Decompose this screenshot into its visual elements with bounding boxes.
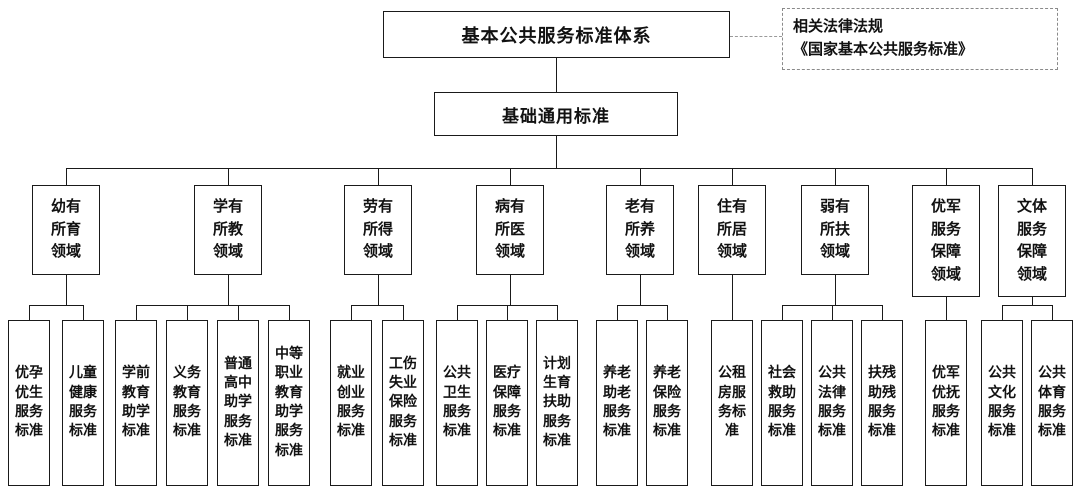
connector-line (136, 305, 289, 306)
connector-line (289, 305, 290, 320)
general-node: 基础通用标准 (434, 92, 678, 136)
connector-line (946, 168, 947, 185)
connector-line (507, 305, 508, 320)
connector-line (835, 275, 836, 305)
connector-line (1002, 305, 1052, 306)
connector-line (510, 275, 511, 305)
leaf-node: 工伤 失业 保险 服务 标准 (382, 320, 424, 486)
connector-line (378, 168, 379, 185)
connector-line (228, 275, 229, 305)
connector-line (882, 305, 883, 320)
leaf-node: 公租 房服 务标 准 (711, 320, 753, 486)
leaf-node: 公共 体育 服务 标准 (1031, 320, 1073, 486)
legal-dashed-connector (730, 36, 782, 37)
domain-node-youjun-baozhang: 优军 服务 保障 领域 (912, 185, 980, 297)
connector-line (732, 275, 733, 320)
leaf-node: 儿童 健康 服务 标准 (62, 320, 104, 486)
connector-line (617, 305, 618, 320)
connector-line (617, 305, 667, 306)
connector-line (187, 305, 188, 320)
connector-line (556, 58, 557, 92)
domain-node-wenti-baozhang: 文体 服务 保障 领域 (998, 185, 1066, 297)
connector-line (732, 168, 733, 185)
connector-line (556, 136, 557, 168)
connector-line (1052, 305, 1053, 320)
leaf-node: 优孕 优生 服务 标准 (8, 320, 50, 486)
connector-line (640, 168, 641, 185)
connector-line (136, 305, 137, 320)
connector-line (782, 305, 783, 320)
connector-line (640, 275, 641, 305)
leaf-node: 优军 优抚 服务 标准 (925, 320, 967, 486)
leaf-node: 养老 助老 服务 标准 (596, 320, 638, 486)
legal-note-line1: 相关法律法规 (793, 18, 884, 35)
connector-line (510, 168, 511, 185)
leaf-node: 医疗 保障 服务 标准 (486, 320, 528, 486)
domain-node-ruoyousuofu: 弱有 所扶 领域 (801, 185, 869, 275)
connector-line (667, 305, 668, 320)
leaf-node: 义务 教育 服务 标准 (166, 320, 208, 486)
main-distribution-bar (66, 168, 1032, 169)
connector-line (238, 305, 239, 320)
domain-node-youyousuoyu: 幼有 所育 领域 (32, 185, 100, 275)
connector-line (1002, 305, 1003, 320)
connector-line (457, 305, 458, 320)
leaf-node: 公共 文化 服务 标准 (981, 320, 1023, 486)
leaf-node: 公共 卫生 服务 标准 (436, 320, 478, 486)
leaf-node: 计划 生育 扶助 服务 标准 (536, 320, 578, 486)
connector-line (835, 168, 836, 185)
leaf-node: 普通 高中 助学 服务 标准 (217, 320, 259, 486)
leaf-node: 公共 法律 服务 标准 (811, 320, 853, 486)
domain-node-bingyousuoyi: 病有 所医 领域 (476, 185, 544, 275)
domain-node-laoyousuode: 劳有 所得 领域 (344, 185, 412, 275)
domain-node-laoyousuoyang: 老有 所养 领域 (606, 185, 674, 275)
legal-note: 相关法律法规 《国家基本公共服务标准》 (782, 8, 1058, 70)
connector-line (83, 305, 84, 320)
connector-line (66, 275, 67, 305)
leaf-node: 社会 救助 服务 标准 (761, 320, 803, 486)
connector-line (351, 305, 403, 306)
connector-line (557, 305, 558, 320)
connector-line (403, 305, 404, 320)
connector-line (1032, 297, 1033, 305)
leaf-node: 扶残 助残 服务 标准 (861, 320, 903, 486)
connector-line (66, 168, 67, 185)
root-node: 基本公共服务标准体系 (383, 11, 730, 58)
connector-line (378, 275, 379, 305)
connector-line (946, 297, 947, 320)
domain-node-zhuyousuoju: 住有 所居 领域 (698, 185, 766, 275)
connector-line (228, 168, 229, 185)
connector-line (29, 305, 83, 306)
connector-line (29, 305, 30, 320)
leaf-node: 养老 保险 服务 标准 (646, 320, 688, 486)
connector-line (832, 305, 833, 320)
leaf-node: 学前 教育 助学 标准 (115, 320, 157, 486)
domain-node-xueyousuojiao: 学有 所教 领域 (194, 185, 262, 275)
legal-note-line2: 《国家基本公共服务标准》 (793, 42, 974, 58)
connector-line (1032, 168, 1033, 185)
connector-line (351, 305, 352, 320)
leaf-node: 中等 职业 教育 助学 服务 标准 (268, 320, 310, 486)
leaf-node: 就业 创业 服务 标准 (330, 320, 372, 486)
